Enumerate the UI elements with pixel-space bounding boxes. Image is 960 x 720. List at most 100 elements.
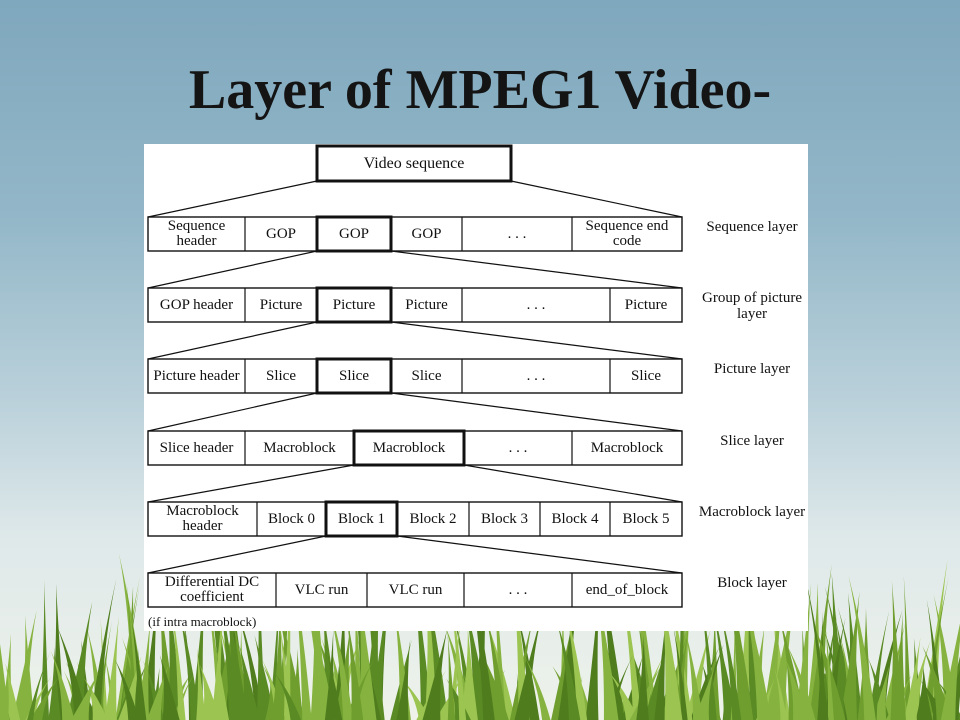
grass-blade xyxy=(114,658,140,720)
grass-blade xyxy=(435,677,462,720)
layer-cell: Slice xyxy=(631,367,661,384)
grass-blade xyxy=(345,611,364,720)
connector-line xyxy=(390,250,683,289)
layer-cell: Block 1 xyxy=(337,510,386,527)
connector-line xyxy=(463,464,683,503)
grass-blade xyxy=(71,672,99,720)
layer-cell: GOP xyxy=(265,225,296,242)
grass-blade xyxy=(447,573,467,720)
layer-cell: . . . xyxy=(526,296,546,313)
grass-blade xyxy=(693,665,715,720)
row-outline xyxy=(147,572,683,608)
grass-blade xyxy=(940,623,960,720)
grass-blade xyxy=(324,628,335,720)
layer-cell: . . . xyxy=(507,225,527,242)
video-sequence-box: Video sequence xyxy=(363,154,465,172)
layer-cell: Block 5 xyxy=(622,510,670,527)
row-outline xyxy=(147,287,683,323)
layer-cell: Slice xyxy=(266,367,296,384)
intra-note: (if intra macroblock) xyxy=(148,614,257,629)
connector-line xyxy=(147,321,318,360)
layer-cell: Picture xyxy=(624,296,668,313)
connector-line xyxy=(147,535,327,574)
layer-cell: VLC run xyxy=(294,581,349,598)
grass-blade xyxy=(29,675,61,720)
grass-blade xyxy=(130,615,147,720)
layer-cell: GOP header xyxy=(159,296,234,313)
layer-cell: Block 0 xyxy=(267,510,316,527)
highlighted-cell-border xyxy=(315,286,393,324)
grass-blade xyxy=(684,628,711,720)
grass-blade xyxy=(718,602,742,720)
layer-cell: Macroblock xyxy=(590,439,664,456)
layer-cell: Picture header xyxy=(153,367,240,384)
grass-blade xyxy=(115,576,140,720)
layer-cell: . . . xyxy=(508,439,528,456)
grass-blade xyxy=(56,625,88,720)
grass-blade xyxy=(40,580,50,720)
highlighted-cell-border xyxy=(324,500,399,538)
layer-cell: Slice xyxy=(339,367,369,384)
row-outline xyxy=(147,501,683,537)
layer-cell: Picture xyxy=(332,296,376,313)
layer-cell: GOP xyxy=(411,225,442,242)
grass-blade xyxy=(890,613,906,720)
grass-blade xyxy=(922,559,948,720)
layer-label: Picture layer xyxy=(713,361,791,377)
grass-blade xyxy=(196,648,206,720)
grass-blade xyxy=(104,616,119,720)
grass-blade xyxy=(922,576,949,720)
layer-cell: Macroblock xyxy=(372,439,446,456)
layer-cell: Block 3 xyxy=(480,510,529,527)
grass-blade xyxy=(21,615,35,720)
grass-blade xyxy=(915,666,933,720)
grass-blade xyxy=(483,604,508,720)
grass-blade xyxy=(654,598,669,720)
grass-blade xyxy=(5,663,21,720)
grass-blade xyxy=(524,655,551,720)
grass-blade xyxy=(273,671,302,720)
layer-cell: Picture xyxy=(405,296,448,313)
grass-blade xyxy=(199,664,221,720)
grass-blade xyxy=(784,656,809,720)
highlighted-cell-border xyxy=(352,429,466,467)
grass-blade xyxy=(825,623,834,720)
grass-blade xyxy=(191,580,206,720)
grass-blade xyxy=(27,650,51,720)
grass-blade xyxy=(839,591,860,720)
layer-label: Sequence layer xyxy=(706,219,798,235)
layer-cell: GOP xyxy=(338,225,369,242)
grass-blade xyxy=(903,575,912,720)
grass-blade xyxy=(396,639,411,720)
grass-blade xyxy=(89,578,117,720)
layer-cell: Macroblock header xyxy=(166,503,239,534)
grass-blade xyxy=(116,678,134,720)
connector-line xyxy=(390,321,683,360)
layer-cell: Block 4 xyxy=(551,510,599,527)
row-outline xyxy=(147,216,683,252)
grass-blade xyxy=(786,643,816,720)
diagram-lines xyxy=(147,144,683,608)
grass-blade xyxy=(50,651,75,720)
connector-line xyxy=(147,250,318,289)
grass-blade xyxy=(617,560,642,720)
layer-label: Group of picture layer xyxy=(702,290,802,322)
grass-blade xyxy=(422,628,448,720)
layer-cell: Block 2 xyxy=(409,510,457,527)
grass-blade xyxy=(684,626,704,720)
connector-line xyxy=(510,180,683,218)
layer-label: Macroblock layer xyxy=(698,504,806,520)
layer-label: Block layer xyxy=(717,575,787,591)
layer-cell: Macroblock xyxy=(263,439,336,456)
grass-blade xyxy=(867,610,890,720)
grass-blade xyxy=(848,575,876,720)
grass-blade xyxy=(795,582,812,720)
grass-blade xyxy=(0,644,10,720)
layer-cell: VLC run xyxy=(388,581,443,598)
grass-blade xyxy=(904,637,921,720)
grass-blade xyxy=(272,599,285,720)
grass-blade xyxy=(643,644,667,720)
layer-cell: . . . xyxy=(508,581,528,598)
row-outline xyxy=(147,358,683,394)
